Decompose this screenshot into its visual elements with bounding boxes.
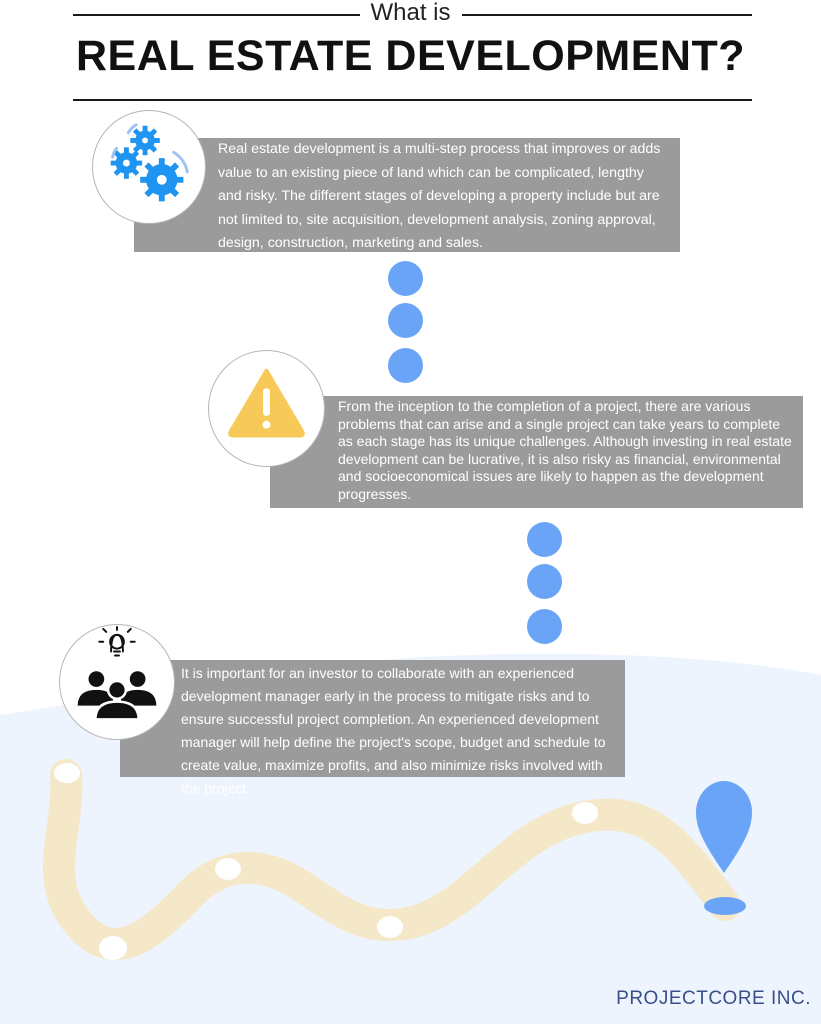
header-rule-left bbox=[73, 14, 361, 16]
section-text-1: Real estate development is a multi-step … bbox=[218, 141, 661, 251]
section-text-box-3: It is important for an investor to colla… bbox=[120, 660, 625, 796]
connector-dot bbox=[388, 303, 423, 338]
team-idea-icon bbox=[59, 624, 175, 740]
connector-dot bbox=[527, 522, 562, 557]
section-text-box-1: Real estate development is a multi-step … bbox=[134, 138, 680, 252]
road-marker bbox=[215, 858, 241, 880]
gears-icon bbox=[92, 110, 206, 224]
header-rule-bottom bbox=[73, 99, 752, 101]
pin-base bbox=[704, 897, 746, 915]
road-marker bbox=[99, 936, 127, 960]
page-subtitle: What is bbox=[0, 0, 821, 26]
warning-icon bbox=[208, 350, 325, 467]
section-text-2: From the inception to the completion of … bbox=[338, 398, 792, 502]
connector-dot bbox=[388, 261, 423, 296]
section-text-3: It is important for an investor to colla… bbox=[181, 665, 606, 796]
brand-footer: PROJECTCORE INC. bbox=[616, 988, 811, 1009]
section-text-box-2: From the inception to the completion of … bbox=[270, 396, 803, 508]
header-rule-right bbox=[462, 14, 752, 16]
road-marker bbox=[54, 763, 80, 783]
road-marker bbox=[572, 802, 598, 824]
page-title: REAL ESTATE DEVELOPMENT? bbox=[76, 32, 745, 80]
road-marker bbox=[377, 916, 403, 938]
location-pin-icon bbox=[696, 781, 752, 873]
connector-dot bbox=[527, 609, 562, 644]
connector-dot bbox=[527, 564, 562, 599]
connector-dot bbox=[388, 348, 423, 383]
